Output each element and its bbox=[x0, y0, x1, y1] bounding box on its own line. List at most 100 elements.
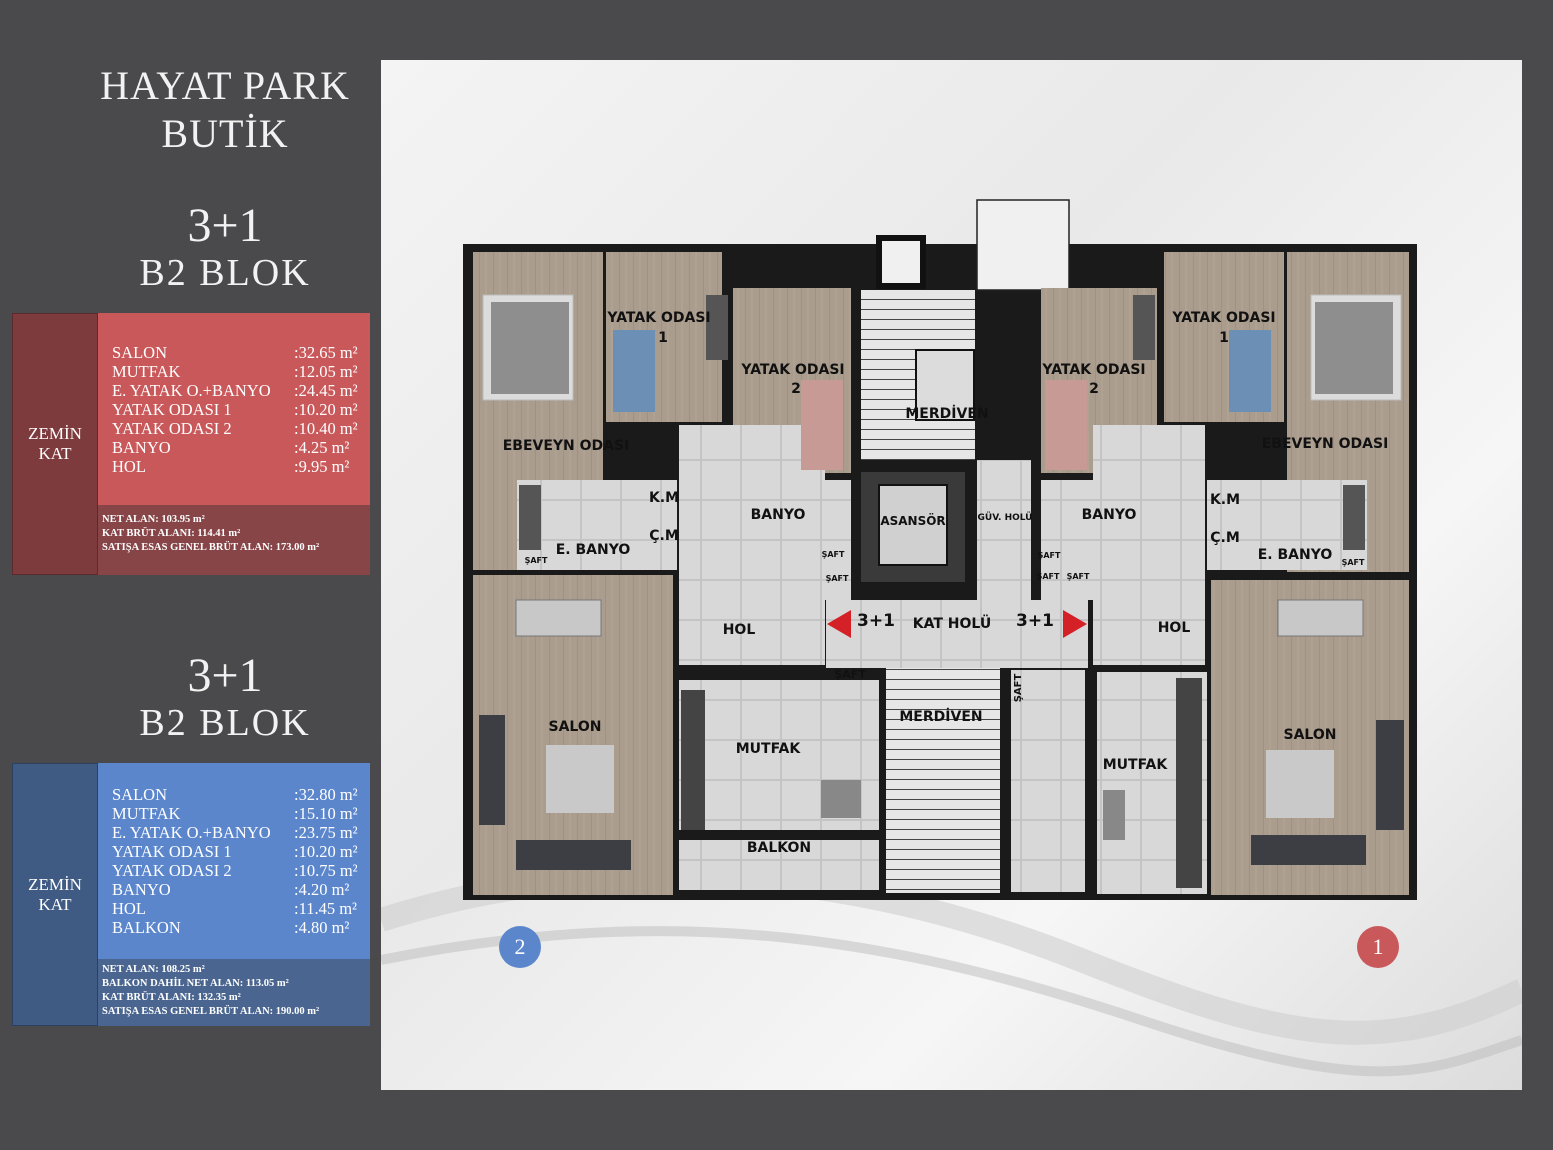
arrow-left-icon bbox=[827, 610, 851, 638]
area-total: SATIŞA ESAS GENEL BRÜT ALAN: 190.00 m² bbox=[102, 1006, 320, 1017]
banyo-right bbox=[1041, 480, 1151, 600]
label-arrow-left: 3+1 bbox=[857, 611, 895, 631]
unit1-heading: 3+1 B2 BLOK bbox=[60, 200, 390, 295]
room-area: :12.05 m² bbox=[294, 362, 358, 381]
kitchen-table-icon bbox=[821, 780, 861, 818]
label-saft-2: ŞAFT bbox=[822, 550, 845, 559]
landing bbox=[915, 349, 975, 421]
room-row: MUTFAK :15.10 m² bbox=[98, 804, 370, 823]
corridor-lower bbox=[1011, 670, 1085, 892]
room-label: SALON bbox=[112, 343, 168, 362]
room-row: YATAK ODASI 2 :10.40 m² bbox=[98, 419, 370, 438]
dining-table-icon bbox=[515, 599, 602, 637]
elevator-car bbox=[878, 484, 948, 566]
entrance-steps bbox=[976, 199, 1070, 291]
label-salon-right: SALON bbox=[1284, 727, 1337, 743]
unit-badge-1: 1 bbox=[1357, 926, 1399, 968]
room-label: E. YATAK O.+BANYO bbox=[112, 381, 271, 400]
label-asansor: ASANSÖR bbox=[880, 513, 945, 528]
room-row: BANYO:4.25 m² bbox=[98, 438, 370, 457]
label-saft-4: ŞAFT bbox=[1038, 551, 1061, 560]
label-yatak-odasi-1-right: YATAK ODASI bbox=[1171, 310, 1275, 326]
label-e-banyo-right: E. BANYO bbox=[1258, 547, 1333, 563]
room-label: YATAK ODASI 1 bbox=[112, 400, 232, 419]
e-banyo-right bbox=[1207, 480, 1367, 570]
room-area: :10.20 m² bbox=[294, 842, 358, 861]
wardrobe-icon bbox=[706, 295, 728, 360]
label-yatak-odasi-1-right-num: 1 bbox=[1219, 330, 1229, 346]
unit1-block: B2 BLOK bbox=[139, 252, 311, 294]
label-km-right: K.M bbox=[1210, 492, 1240, 508]
single-bed-icon bbox=[1229, 330, 1271, 412]
label-yatak-odasi-2-left-num: 2 bbox=[791, 381, 801, 397]
room-label: YATAK ODASI 2 bbox=[112, 419, 232, 438]
room-row: E. YATAK O.+BANYO :24.45 m² bbox=[98, 381, 370, 400]
room-label: SALON bbox=[112, 785, 168, 804]
room-label: MUTFAK bbox=[112, 804, 181, 823]
room-row: YATAK ODASI 2:10.75 m² bbox=[98, 861, 370, 880]
unit1-floor-line1: ZEMİN bbox=[28, 424, 82, 443]
top-shaft bbox=[876, 235, 926, 289]
area-total: NET ALAN: 108.25 m² bbox=[102, 964, 205, 975]
label-banyo-right: BANYO bbox=[1082, 507, 1137, 523]
sofa-icon bbox=[1376, 720, 1404, 830]
banyo-left bbox=[733, 480, 851, 600]
room-label: BALKON bbox=[112, 918, 181, 937]
label-kat-holu: KAT HOLÜ bbox=[913, 614, 991, 632]
single-bed-icon bbox=[1045, 380, 1087, 470]
room-label: BANYO bbox=[112, 880, 171, 899]
room-area: :10.20 m² bbox=[294, 400, 358, 419]
area-total: KAT BRÜT ALANI: 132.35 m² bbox=[102, 992, 241, 1003]
kitchen-counter-icon bbox=[1176, 678, 1202, 888]
room-label: YATAK ODASI 1 bbox=[112, 842, 232, 861]
label-ebeveyn-right: EBEVEYN ODASI bbox=[1262, 436, 1389, 452]
unit1-floor-line2: KAT bbox=[38, 444, 72, 463]
room-area: :10.40 m² bbox=[294, 419, 358, 438]
room-area: :4.25 m² bbox=[294, 438, 350, 457]
room-area: :4.20 m² bbox=[294, 880, 350, 899]
label-merdiven-lower: MERDİVEN bbox=[899, 708, 982, 725]
room-row: HOL:11.45 m² bbox=[98, 899, 370, 918]
area-total: SATIŞA ESAS GENEL BRÜT ALAN: 173.00 m² bbox=[102, 542, 320, 553]
room-row: BALKON :4.80 m² bbox=[98, 918, 370, 937]
room-area: :32.65 m² bbox=[294, 343, 358, 362]
room-label: YATAK ODASI 2 bbox=[112, 861, 232, 880]
floor-plan: YATAK ODASI 1 YATAK ODASI 2 EBEVEYN ODAS… bbox=[381, 199, 1522, 1077]
unit-badge-2: 2 bbox=[499, 926, 541, 968]
unit2-totals: NET ALAN: 108.25 m² BALKON DAHİL NET ALAN… bbox=[98, 959, 370, 1026]
room-area: :24.45 m² bbox=[294, 381, 358, 400]
coffee-table-icon bbox=[1266, 750, 1334, 818]
room-area: :23.75 m² bbox=[294, 823, 358, 842]
wardrobe-icon bbox=[519, 485, 541, 550]
label-mutfak-left: MUTFAK bbox=[736, 741, 802, 757]
area-total: NET ALAN: 103.95 m² bbox=[102, 514, 205, 525]
label-yatak-odasi-2-right-num: 2 bbox=[1089, 381, 1099, 397]
label-saft-3: ŞAFT bbox=[826, 574, 849, 583]
room-label: E. YATAK O.+BANYO bbox=[112, 823, 271, 842]
floor-plan-frame: YATAK ODASI 1 YATAK ODASI 2 EBEVEYN ODAS… bbox=[381, 60, 1522, 1090]
sofa-icon bbox=[479, 715, 505, 825]
room-area: :4.80 m² bbox=[294, 918, 350, 937]
room-area: :32.80 m² bbox=[294, 785, 358, 804]
room-row: YATAK ODASI 1 :10.20 m² bbox=[98, 842, 370, 861]
label-yatak-odasi-2-left: YATAK ODASI bbox=[740, 362, 844, 378]
label-saft-6: ŞAFT bbox=[1067, 572, 1090, 581]
single-bed-icon bbox=[613, 330, 655, 412]
label-saft-7: ŞAFT bbox=[1342, 558, 1365, 567]
label-km-left: K.M bbox=[649, 490, 679, 506]
label-saft-1: ŞAFT bbox=[525, 556, 548, 565]
label-banyo-left: BANYO bbox=[751, 507, 806, 523]
room-area: :15.10 m² bbox=[294, 804, 358, 823]
single-bed-icon bbox=[801, 380, 843, 470]
label-cm-left: Ç.M bbox=[649, 528, 679, 544]
area-total: BALKON DAHİL NET ALAN: 113.05 m² bbox=[102, 978, 289, 989]
guv-holu bbox=[977, 460, 1031, 600]
kat-holu bbox=[826, 600, 1088, 668]
bed-icon bbox=[491, 302, 569, 394]
label-merdiven-upper: MERDİVEN bbox=[905, 405, 988, 422]
